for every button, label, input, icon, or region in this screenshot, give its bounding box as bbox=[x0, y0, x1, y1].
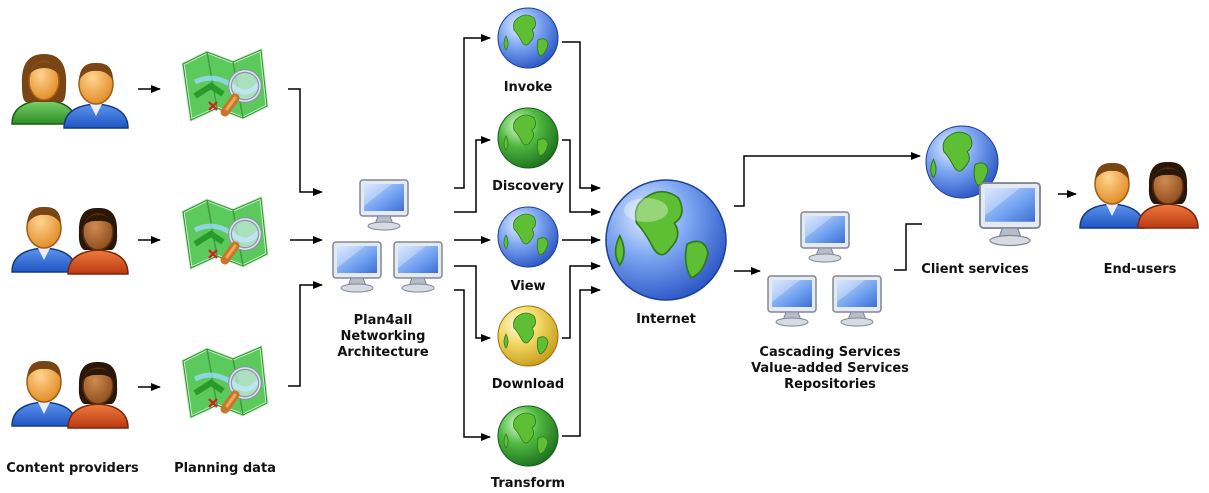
arrow-connector bbox=[288, 88, 323, 196]
person-icon bbox=[1137, 161, 1199, 229]
arrow-connector bbox=[454, 289, 491, 441]
label-line: Cascading Services bbox=[759, 345, 901, 360]
person-icon bbox=[63, 62, 129, 129]
client-services-icon bbox=[925, 125, 1041, 247]
monitor-icon bbox=[979, 182, 1041, 247]
arrow-connector bbox=[562, 139, 601, 216]
network-computers-icon bbox=[767, 211, 882, 327]
label-transform: Transform bbox=[490, 476, 566, 491]
arrow-connector bbox=[454, 265, 491, 342]
label-line: Plan4all bbox=[353, 313, 413, 328]
map-magnifier-icon bbox=[183, 347, 267, 417]
globe-icon-invoke bbox=[497, 7, 559, 69]
content-provider-group-2 bbox=[11, 206, 129, 275]
internet-globe-icon bbox=[605, 179, 727, 301]
arrow-connector bbox=[454, 34, 491, 189]
arrow-connector bbox=[562, 286, 601, 437]
arrow-connector bbox=[454, 136, 491, 213]
person-icon bbox=[11, 206, 77, 273]
arrow-connector bbox=[562, 41, 601, 192]
globe-icon bbox=[925, 125, 999, 199]
label-line: Value-added Services bbox=[751, 361, 909, 376]
globe-icon-download bbox=[497, 305, 559, 367]
label-invoke: Invoke bbox=[503, 80, 553, 95]
person-icon bbox=[11, 53, 77, 125]
label-client-services: Client services bbox=[921, 262, 1029, 277]
globe-icon-view bbox=[497, 206, 559, 268]
end-users-group bbox=[1079, 161, 1199, 229]
connector-line bbox=[894, 223, 922, 271]
label-line: Architecture bbox=[337, 345, 429, 360]
label-plan4all: Plan4all Networking Architecture bbox=[323, 313, 443, 361]
map-magnifier-icon bbox=[183, 198, 267, 268]
person-icon bbox=[11, 360, 77, 427]
label-view: View bbox=[510, 279, 546, 294]
label-internet: Internet bbox=[636, 312, 696, 327]
person-icon bbox=[1079, 162, 1145, 229]
person-icon bbox=[67, 207, 129, 275]
globe-icon-transform bbox=[497, 405, 559, 467]
arrow-connector bbox=[288, 281, 323, 387]
person-icon bbox=[67, 361, 129, 429]
label-content-providers: Content providers bbox=[6, 461, 139, 476]
label-cascading: Cascading Services Value-added Services … bbox=[745, 345, 915, 393]
network-computers-icon bbox=[332, 179, 443, 293]
label-discovery: Discovery bbox=[492, 179, 564, 194]
label-download: Download bbox=[491, 377, 565, 392]
label-line: Networking bbox=[340, 329, 426, 344]
map-magnifier-icon bbox=[183, 50, 267, 120]
content-provider-group-3 bbox=[11, 360, 129, 429]
globe-icon-discovery bbox=[497, 107, 559, 169]
label-planning-data: Planning data bbox=[174, 461, 276, 476]
label-end-users: End-users bbox=[1103, 262, 1177, 277]
arrow-connector bbox=[562, 262, 601, 339]
arrow-connector bbox=[734, 152, 921, 207]
label-line: Repositories bbox=[784, 377, 876, 392]
content-provider-group-1 bbox=[11, 53, 129, 129]
